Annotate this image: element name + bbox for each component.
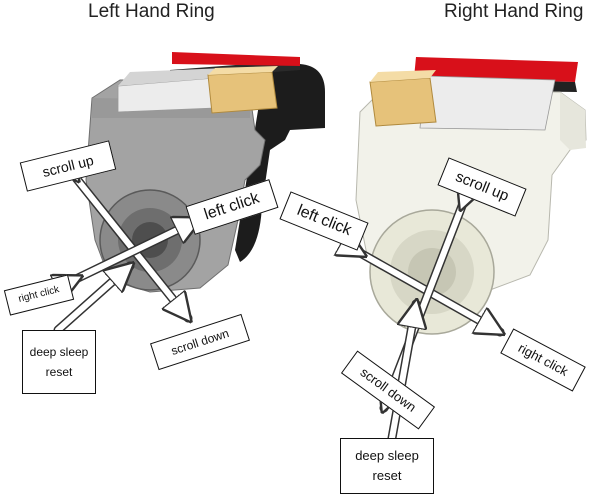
- left-arrow-deep-sleep: [55, 266, 130, 333]
- right-deep-sleep-line1: deep sleep: [355, 448, 419, 464]
- right-battery: [414, 57, 578, 82]
- left-arrows: [55, 178, 198, 335]
- left-usb-connector: [207, 71, 278, 114]
- right-usb-connector: [369, 77, 437, 127]
- left-deep-sleep-line1: deep sleep: [29, 344, 89, 359]
- right-deep-sleep-reset-label: deep sleep reset: [340, 438, 434, 494]
- right-pcb: [419, 75, 556, 131]
- right-hand-ring-title: Right Hand Ring: [444, 1, 584, 22]
- left-deep-sleep-line2: reset: [45, 365, 73, 379]
- left-arrow-click-axis: [78, 220, 198, 278]
- right-arrows: [362, 206, 500, 443]
- left-hand-ring-title: Left Hand Ring: [88, 1, 215, 22]
- left-deep-sleep-reset-label: deep sleep reset: [22, 330, 96, 394]
- left-battery: [172, 52, 300, 66]
- right-arrow-deep-sleep: [389, 304, 416, 441]
- right-deep-sleep-line2: reset: [372, 468, 402, 483]
